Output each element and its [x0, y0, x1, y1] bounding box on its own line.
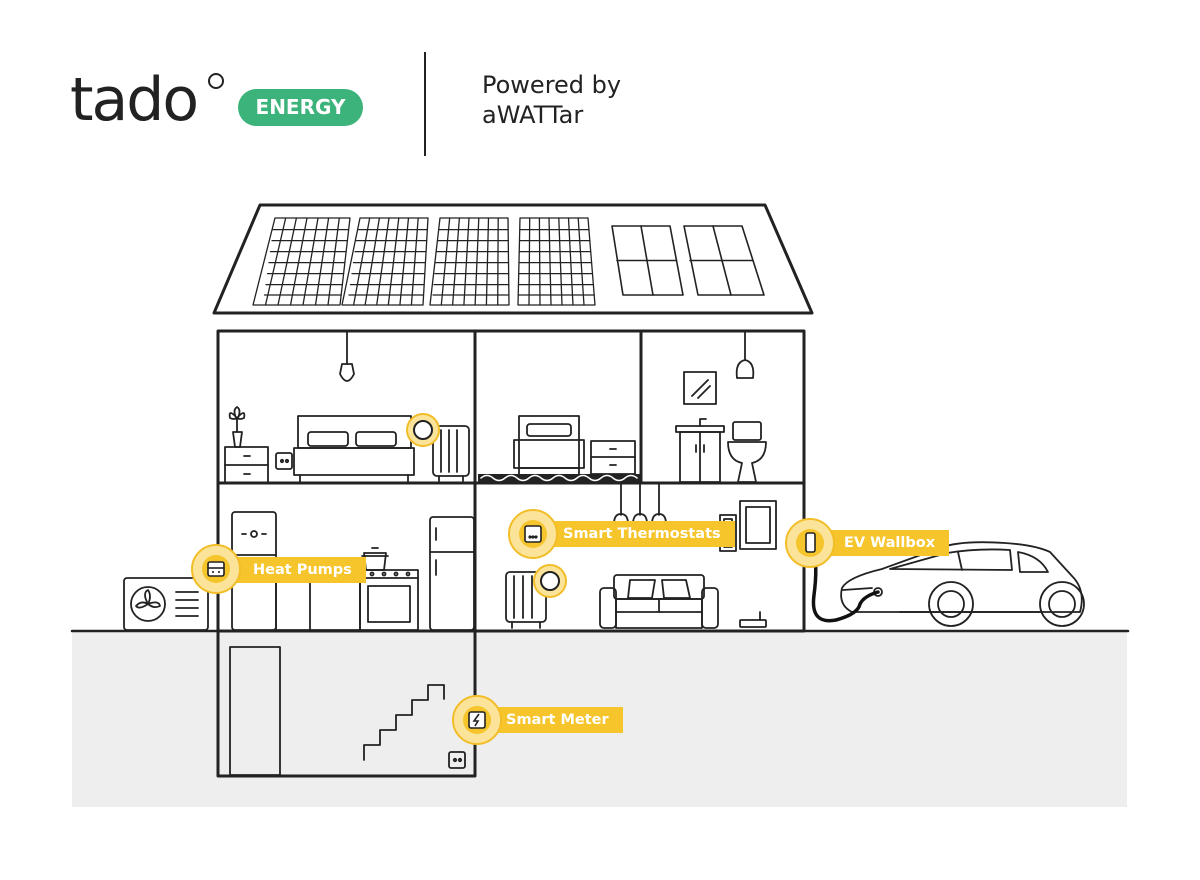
- bedroom-thermostat-icon: [406, 413, 440, 447]
- smart-thermostats-text: Smart Thermostats: [563, 526, 721, 542]
- floor-heating: [478, 474, 640, 482]
- heat-pump-unit: [123, 577, 209, 631]
- charging-cable: [811, 546, 880, 623]
- living-thermostat-icon: [533, 564, 567, 598]
- bathroom: [675, 330, 767, 483]
- sofa: [599, 574, 719, 629]
- header-divider: [424, 52, 426, 156]
- fridge: [429, 516, 475, 631]
- solar-panels: [252, 217, 765, 306]
- vanity: [675, 418, 725, 483]
- radiator-bedroom: [432, 425, 470, 482]
- stairs: [363, 684, 445, 761]
- solar-panel-4: [517, 217, 596, 306]
- basement-outlet: [448, 751, 466, 769]
- pendant-lamps: [613, 482, 667, 525]
- wallbox-icon: [785, 518, 835, 568]
- bedroom: [224, 330, 470, 484]
- powered-by-label: Powered by: [482, 71, 622, 99]
- solar-panel-1: [252, 217, 351, 306]
- stove: [359, 569, 419, 631]
- energy-badge: ENERGY: [238, 89, 363, 126]
- toilet: [727, 421, 767, 483]
- heat-pump-icon: [191, 544, 241, 594]
- radiator-living: [505, 571, 547, 629]
- brand-logo-text: tado: [70, 65, 199, 135]
- router: [739, 611, 767, 628]
- solar-panel-5: [611, 225, 684, 296]
- single-bed: [513, 415, 585, 475]
- outlet: [275, 452, 293, 470]
- solar-panel-6: [683, 225, 765, 296]
- solar-panel-2: [341, 217, 429, 306]
- living-room: [505, 482, 777, 629]
- mirror: [683, 371, 717, 405]
- brand-logo-ring: [208, 73, 224, 89]
- heat-pumps-text: Heat Pumps: [253, 562, 352, 578]
- smart-meter-text: Smart Meter: [506, 712, 609, 728]
- kids-room: [478, 415, 640, 482]
- ev-wallbox-text: EV Wallbox: [844, 535, 936, 551]
- electric-car: [840, 541, 1085, 627]
- basement-door: [229, 646, 281, 776]
- counter: [275, 577, 361, 631]
- plant: [228, 406, 246, 448]
- lightning-icon: [452, 695, 502, 745]
- basement: [229, 646, 466, 776]
- pot: [361, 547, 389, 571]
- thermostat-icon: [508, 509, 558, 559]
- roof: [212, 203, 814, 315]
- double-bed: [293, 415, 415, 484]
- solar-panel-3: [429, 217, 510, 306]
- partner-name: aWATTar: [482, 101, 584, 129]
- powered-by-text: Powered by aWATTar: [482, 70, 621, 130]
- smart-thermostats-label: Smart Thermostats: [533, 521, 735, 547]
